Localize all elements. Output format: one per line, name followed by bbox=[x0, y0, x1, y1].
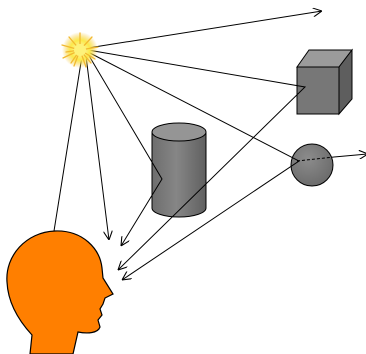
cube-front-face bbox=[296, 66, 340, 115]
sphere-body bbox=[290, 143, 334, 187]
ray-down-left bbox=[53, 55, 83, 232]
light-source bbox=[61, 32, 99, 68]
ray-via-cylinder bbox=[87, 53, 163, 246]
cylinder bbox=[151, 122, 207, 218]
light-rays bbox=[53, 11, 366, 280]
viewer-head bbox=[6, 230, 114, 354]
ray-direct-to-viewer bbox=[85, 55, 109, 240]
light-core bbox=[74, 44, 86, 56]
head-silhouette bbox=[6, 230, 114, 354]
ray-through-sphere bbox=[296, 156, 335, 162]
cube bbox=[296, 48, 354, 116]
cylinder-body bbox=[151, 131, 207, 218]
ray-exit-sphere bbox=[333, 154, 366, 157]
ray-to-top-right bbox=[87, 11, 322, 49]
cylinder-top bbox=[151, 122, 207, 142]
ray-via-cube bbox=[87, 49, 307, 270]
sphere bbox=[290, 143, 334, 187]
cube-side-face bbox=[338, 48, 353, 116]
